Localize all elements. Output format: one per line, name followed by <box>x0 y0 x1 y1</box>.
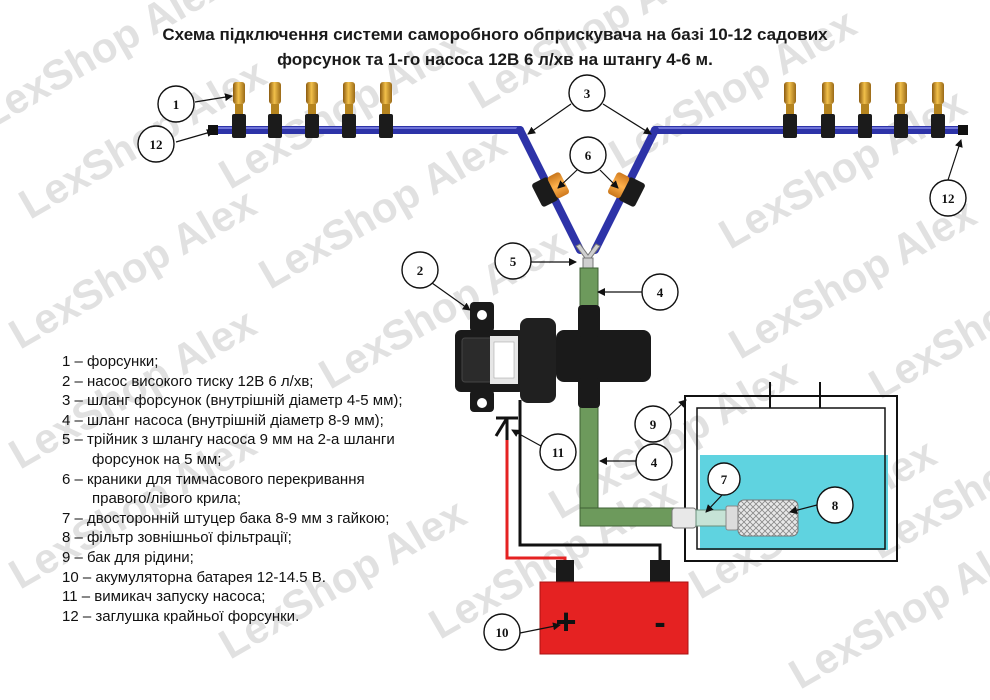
legend-item: 6 – краники для тимчасового перекривання <box>62 470 365 488</box>
callout-2: 2 <box>401 251 439 289</box>
svg-text:3: 3 <box>584 86 591 101</box>
left-end-plug <box>208 125 218 135</box>
nozzle <box>268 82 282 138</box>
battery-minus-sign: - <box>654 604 665 642</box>
nozzle <box>379 82 393 138</box>
legend-item: 10 – акумуляторна батарея 12-14.5 В. <box>62 568 326 586</box>
legend-item-continuation: форсунок на 5 мм; <box>92 450 222 468</box>
svg-text:4: 4 <box>651 455 658 470</box>
svg-text:2: 2 <box>417 263 424 278</box>
callout-4-top: 4 <box>641 273 679 311</box>
callout-7: 7 <box>707 462 741 496</box>
svg-text:4: 4 <box>657 285 664 300</box>
svg-text:8: 8 <box>832 498 839 513</box>
callout-4-bottom: 4 <box>635 443 673 481</box>
nozzle <box>342 82 356 138</box>
nozzle <box>305 82 319 138</box>
left-nozzle-group <box>232 82 393 138</box>
legend-item: 9 – бак для рідини; <box>62 548 194 566</box>
svg-text:9: 9 <box>650 417 657 432</box>
svg-text:12: 12 <box>942 191 955 206</box>
nozzle <box>232 82 246 138</box>
title-line-1: Схема підключення системи саморобного об… <box>162 25 828 44</box>
callout-1: 1 <box>157 85 195 123</box>
legend-item: 2 – насос високого тиску 12В 6 л/хв; <box>62 372 314 390</box>
tee-fitting <box>575 243 601 271</box>
legend-item: 5 – трійник з шлангу насоса 9 мм на 2-а … <box>62 431 395 449</box>
legend-item: 12 – заглушка крайньої форсунки. <box>62 607 300 625</box>
diagram-title: Схема підключення системи саморобного об… <box>90 22 900 72</box>
svg-text:1: 1 <box>173 97 180 112</box>
callout-10: 10 <box>483 613 521 651</box>
nozzle <box>894 82 908 138</box>
callout-6: 6 <box>569 136 607 174</box>
callout-9: 9 <box>634 405 672 443</box>
legend-item: 8 – фільтр зовнішньої фільтрації; <box>62 529 292 547</box>
pump-switch <box>494 416 518 440</box>
right-end-plug <box>958 125 968 135</box>
callout-5: 5 <box>494 242 532 280</box>
filter <box>725 499 799 537</box>
nozzle <box>821 82 835 138</box>
nozzle <box>783 82 797 138</box>
left-shutoff-valve <box>532 172 570 207</box>
svg-text:11: 11 <box>552 445 564 460</box>
legend-item: 3 – шланг форсунок (внутрішній діаметр 4… <box>62 392 403 410</box>
right-nozzle-group <box>783 82 945 138</box>
callout-12-left: 12 <box>137 125 175 163</box>
callout-12-right: 12 <box>929 179 967 217</box>
svg-text:10: 10 <box>496 625 509 640</box>
legend-item: 11 – вимикач запуску насоса; <box>62 588 266 606</box>
legend-item: 1 – форсунки; <box>62 353 159 370</box>
battery: + - <box>539 560 689 655</box>
right-shutoff-valve <box>607 172 645 207</box>
svg-text:5: 5 <box>510 254 517 269</box>
legend-item-continuation: правого/лівого крила; <box>92 490 242 508</box>
tank-fitting <box>671 507 727 529</box>
legend-item: 7 – двосторонній штуцер бака 8-9 мм з га… <box>62 509 390 527</box>
svg-text:7: 7 <box>721 472 728 487</box>
title-line-2: форсунок та 1-го насоса 12В 6 л/хв на шт… <box>277 50 713 69</box>
pump <box>455 302 651 412</box>
pump-hose <box>579 267 676 527</box>
callout-leaders <box>175 93 963 634</box>
nozzle <box>931 82 945 138</box>
svg-text:12: 12 <box>150 137 163 152</box>
legend-list: 1 – форсунки; 2 – насос високого тиску 12… <box>62 352 492 626</box>
callout-11: 11 <box>539 433 577 471</box>
battery-plus-sign: + <box>555 601 576 642</box>
legend-item: 4 – шланг насоса (внутрішній діаметр 8-9… <box>62 411 384 429</box>
svg-text:6: 6 <box>585 148 592 163</box>
callout-8: 8 <box>816 486 854 524</box>
callout-3: 3 <box>568 74 606 112</box>
nozzle <box>858 82 872 138</box>
